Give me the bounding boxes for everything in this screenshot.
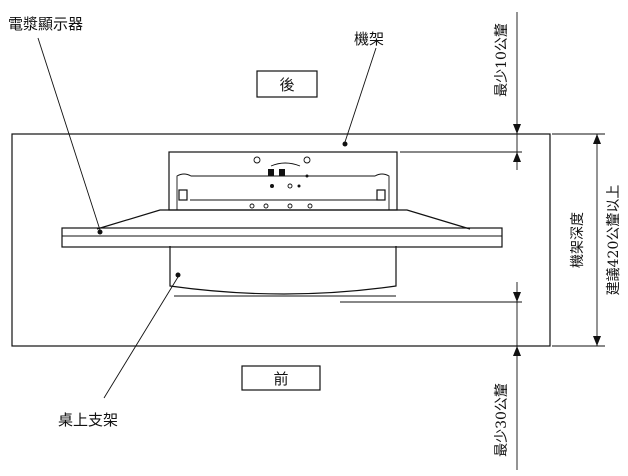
min-back-label: 最少10公釐 [494,23,510,97]
rack-depth-dimension [552,133,605,347]
front-box [241,365,321,391]
rack-leader-dot [342,141,348,147]
plasma-display [61,209,503,248]
stand-label: 桌上支架 [58,411,118,429]
monitor-leader [37,37,101,231]
rack-label: 機架 [354,30,384,48]
monitor-label: 電漿顯示器 [8,15,83,33]
stand-leader-dot [175,272,181,278]
stand-leader [103,276,179,399]
rack-leader [344,47,377,143]
desk-stand [169,246,397,297]
front-clearance-dimension [340,282,522,470]
stand-bracket [168,151,398,211]
min-front-label: 最少30公釐 [494,383,510,457]
front-label: 前 [273,370,288,388]
back-box [256,70,318,98]
back-clearance-dimension [400,12,522,170]
depth-title-label: 機架深度 [570,212,586,268]
depth-value-label: 建議420公釐以上 [605,185,622,296]
back-label: 後 [279,76,294,94]
rack-outline [11,133,551,347]
monitor-leader-dot [97,229,103,235]
